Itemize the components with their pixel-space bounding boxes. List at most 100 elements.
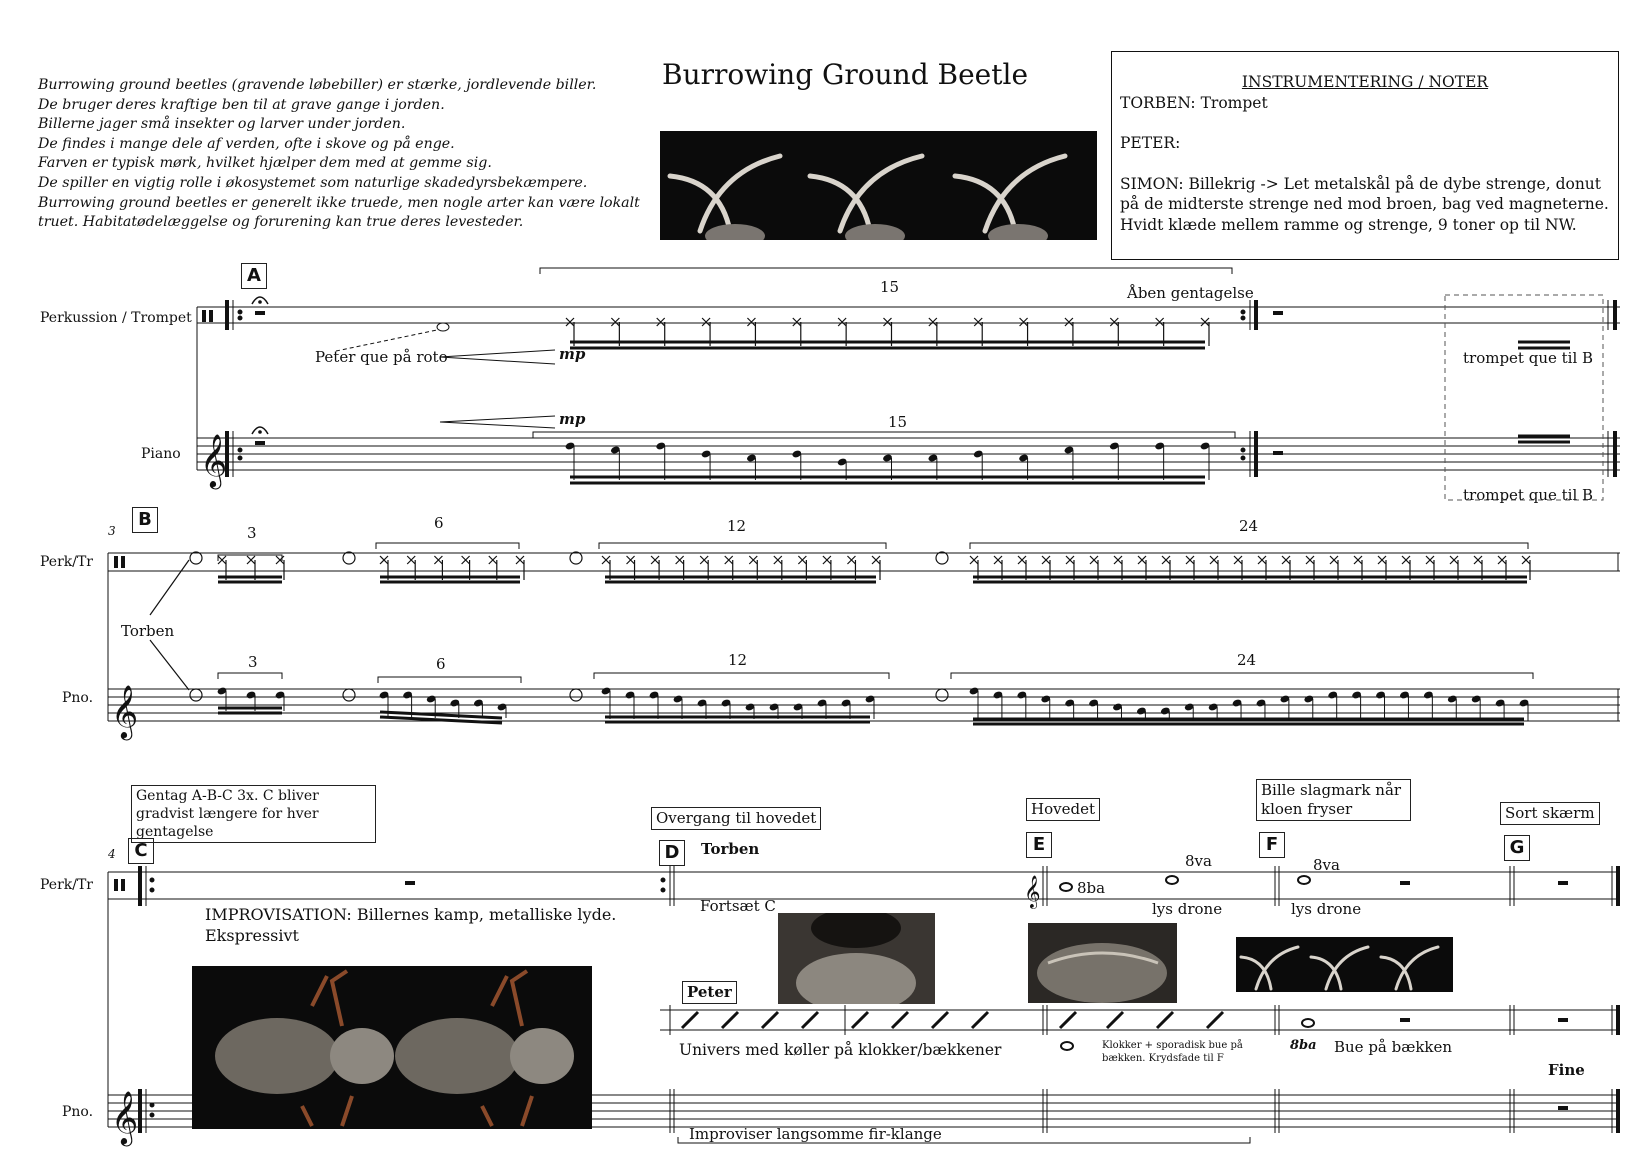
cross-note [1401,555,1411,580]
slash-mark [970,1010,990,1030]
rehearsal-e: E [1026,832,1052,858]
tuplet-12-perc: 12 [727,517,747,535]
note-head [601,687,611,719]
cross-note [1017,555,1027,580]
note-head [474,699,483,718]
fine-label: Fine [1548,1061,1585,1079]
rehearsal-d: D [659,840,685,866]
piano-label-1: Piano [141,446,181,462]
dynamic-mp-piano: mp [559,410,586,428]
intro-line: Farven er typisk mørk, hvilket hjælper d… [38,155,492,172]
cross-note [1329,555,1339,580]
cross-note [656,317,666,346]
page-title: Burrowing Ground Beetle [662,58,1029,91]
rehearsal-f: F [1259,832,1285,858]
jaws-photo [660,131,1097,240]
note-head [497,703,507,718]
beetle-head-photo-1 [778,913,935,1004]
rehearsal-b: B [132,507,158,533]
note-head [865,695,875,719]
intro-line: Burrowing ground beetles er generelt ikk… [38,194,640,211]
slash-mark [1155,1010,1175,1030]
beetle-head-photo-2 [1028,923,1177,1003]
cross-note [1209,555,1219,580]
cross-note [1041,555,1051,580]
cross-note [797,555,807,580]
note-head [1064,446,1074,480]
note-head [1471,695,1481,721]
cross-note [969,555,979,580]
slash-mark [1205,1010,1225,1030]
octave-8ba-2: 8ba [1290,1038,1317,1053]
bue-label: Bue på bækken [1334,1038,1453,1056]
cross-note [1089,555,1099,580]
repeat-instruction-box: Gentag A-B-C 3x. C bliver gradvist længe… [131,785,376,843]
intro-line: De bruger deres kraftige ben til at grav… [38,96,445,113]
rehearsal-a: A [241,263,267,289]
improviser-label: Improviser langsomme fir-klange [689,1125,942,1143]
tuplet-12-piano: 12 [728,651,748,669]
cross-note [406,555,416,580]
note-head [565,442,575,480]
tuplet-6-piano: 6 [436,655,446,673]
slash-mark [930,1010,950,1030]
cross-note [1281,555,1291,580]
cross-note [792,317,802,346]
cross-note [973,317,983,346]
note-head [721,699,731,719]
tuplet-24-perc: 24 [1239,517,1259,535]
intro-line: Burrowing ground beetles (gravende løbeb… [38,77,597,93]
note-head [701,450,711,480]
note-head [246,691,256,711]
perc-label-1: Perkussion / Trompet [40,310,192,326]
cross-note [1200,317,1210,346]
cross-note [1065,555,1075,580]
slash-mark [680,1010,700,1030]
cross-note [748,555,758,580]
note-head [1304,695,1314,721]
note-head [928,454,938,480]
tuplet-6-perc: 6 [434,514,444,532]
note-head [1113,703,1122,721]
intro-line: Billerne jager små insekter og larver un… [38,116,406,133]
cross-note [1113,555,1123,580]
note-head [1160,707,1170,721]
dynamic-mp-perc: mp [559,345,586,363]
cross-note [1185,555,1195,580]
slash-mark [850,1010,870,1030]
note-head [1109,442,1119,480]
svg-text:𝄞: 𝄞 [1024,875,1041,909]
hovedet-box: Hovedet [1026,798,1100,821]
perc-cross-group-1 [570,340,1205,350]
cross-note [217,555,227,580]
rehearsal-g: G [1504,835,1530,861]
note-head [275,691,285,711]
note-head [610,446,620,480]
cross-note [1019,317,1029,346]
note-head [1041,695,1051,721]
note-head [792,450,802,480]
note-head [656,442,666,480]
tuplet-3-piano: 3 [248,653,258,671]
note-head [969,687,979,721]
note-head [1352,691,1362,721]
intro-line: De findes i mange dele af verden, ofte i… [38,135,455,152]
improvisation-label: IMPROVISATION: Billernes kamp, metallisk… [205,905,617,924]
cross-note [1233,555,1243,580]
perc-label-3: Perk/Tr [40,877,93,893]
cross-note [837,317,847,346]
cross-note [993,555,1003,580]
cross-note [488,555,498,580]
cross-note [1137,555,1147,580]
staff-piano-1 [197,437,1620,471]
sort-skaerm-box: Sort skærm [1500,802,1600,825]
note-head [745,703,755,719]
note-head [769,703,779,719]
note-head [841,699,851,719]
note-head [1089,699,1099,721]
torben-label: Torben [121,622,175,640]
notes-simon: SIMON: Billekrig -> Let metalskål på de … [1120,174,1609,234]
cross-note [675,555,685,580]
tuplet-3-perc: 3 [247,524,257,542]
